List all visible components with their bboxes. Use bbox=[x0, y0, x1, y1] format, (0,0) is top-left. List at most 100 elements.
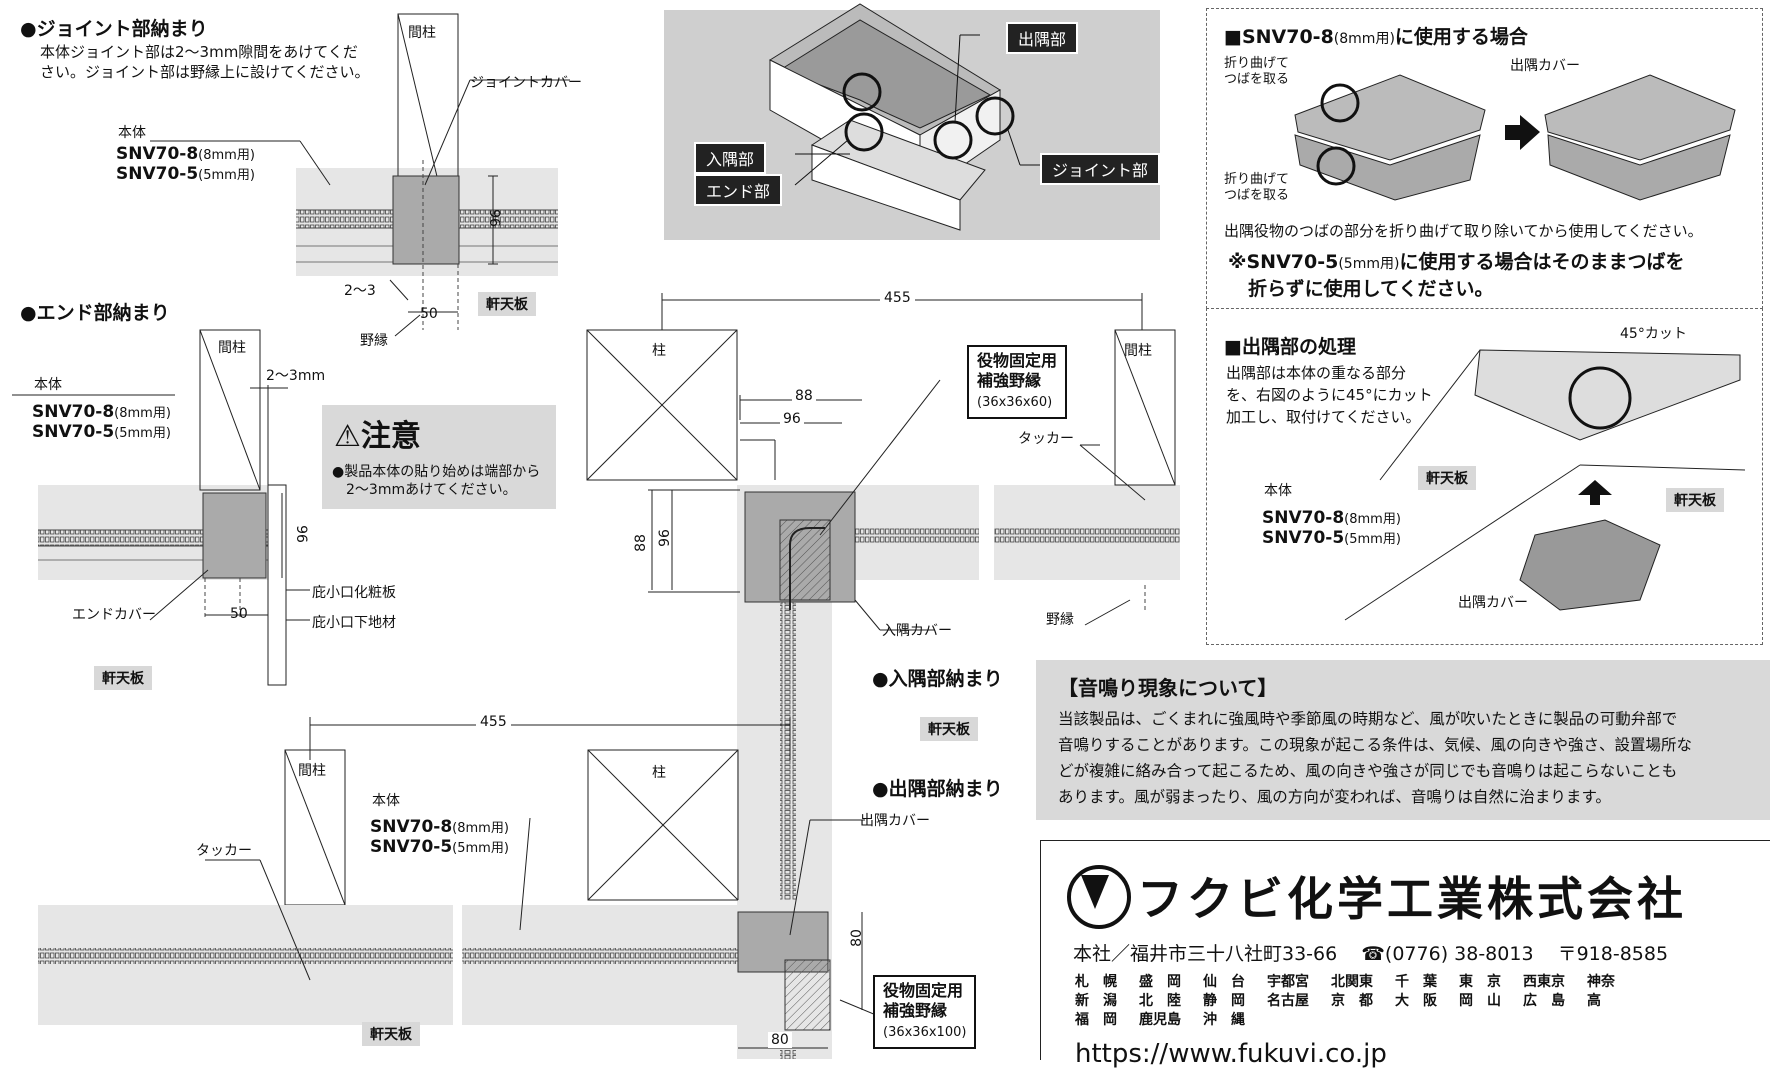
irizumi-title: ●入隅部納まり bbox=[872, 668, 1003, 690]
end-model-8: SNV70-8(8mm用) bbox=[32, 402, 171, 424]
panel2-model-5: SNV70-5(5mm用) bbox=[1262, 528, 1401, 550]
joint-nokiten-tag: 軒天板 bbox=[478, 292, 536, 316]
branches-row3: 福 岡鹿児島沖 縄 bbox=[1075, 1012, 1245, 1028]
caution-line2: 2〜3mmあけてください。 bbox=[346, 482, 517, 498]
model-5-name: SNV70-5 bbox=[32, 422, 115, 442]
panel2-nokiten-tag2: 軒天板 bbox=[1666, 488, 1724, 512]
iso-end-label: エンド部 bbox=[694, 174, 783, 206]
joint-dim-96: 96 bbox=[485, 209, 502, 227]
company-name: フクビ化学工業株式会社 bbox=[1137, 872, 1687, 926]
dezumi-dim-80h: 80 bbox=[768, 1032, 792, 1048]
panel1-title-rest: に使用する場合 bbox=[1394, 26, 1528, 48]
company-box: フクビ化学工業株式会社 本社／福井市三十八社町33-66 ☎(0776) 38-… bbox=[1040, 840, 1770, 1069]
irizumi-box-size: (36x36x60) bbox=[977, 395, 1053, 410]
panel2-cover-label: 出隅カバー bbox=[1458, 595, 1528, 611]
panel1-note-line2: 折らずに使用してください。 bbox=[1248, 278, 1494, 300]
panel2-desc2: を、右図のように45°にカット bbox=[1226, 386, 1433, 404]
model-5-note: (5mm用) bbox=[114, 426, 171, 441]
iso-irizumi-label: 入隅部 bbox=[694, 142, 767, 174]
caution-line1: ●製品本体の貼り始めは端部から bbox=[332, 464, 541, 480]
company-logo-icon bbox=[1067, 865, 1131, 929]
model-8-name: SNV70-8 bbox=[32, 402, 115, 422]
end-dim-96: 96 bbox=[292, 525, 309, 543]
dezumi-box-title1: 役物固定用 bbox=[883, 981, 964, 1000]
panel2-box bbox=[1206, 308, 1763, 645]
panel1-note: ※SNV70-5(5mm用)に使用する場合はそのままつばを 折らずに使用してくだ… bbox=[1228, 250, 1684, 302]
panel2-body-label: 本体 bbox=[1264, 483, 1292, 499]
end-body-label: 本体 bbox=[34, 377, 62, 393]
panel1-bend-label-top: 折り曲げて つばを取る bbox=[1224, 56, 1289, 88]
panel1-note-prefix: ※ bbox=[1228, 251, 1247, 273]
company-tel: ☎(0776) 38-8013 bbox=[1361, 943, 1534, 965]
dezumi-box-size: (36x36x100) bbox=[883, 1025, 967, 1040]
model-8-name: SNV70-8 bbox=[116, 144, 199, 164]
irizumi-nokiten-tag: 軒天板 bbox=[920, 717, 978, 741]
dezumi-dim-455: 455 bbox=[476, 714, 511, 730]
panel2-nokiten-tag1: 軒天板 bbox=[1418, 466, 1476, 490]
irizumi-box-title1: 役物固定用 bbox=[977, 351, 1058, 370]
dezumi-reinforce-box: 役物固定用 補強野縁 (36x36x100) bbox=[873, 975, 977, 1049]
dezumi-cover-label: 出隅カバー bbox=[860, 813, 930, 829]
panel1-bend2a: 折り曲げて bbox=[1224, 172, 1290, 187]
irizumi-dim-88h: 88 bbox=[792, 388, 816, 404]
irizumi-dim-96v: 96 bbox=[656, 529, 673, 547]
joint-mabashira-label: 間柱 bbox=[408, 25, 436, 41]
joint-cover-label: ジョイントカバー bbox=[470, 75, 582, 91]
end-keshou-label: 庇小口化粧板 bbox=[312, 585, 396, 601]
panel1-bend1b: つばを取る bbox=[1224, 72, 1290, 87]
model-8-note: (8mm用) bbox=[1344, 512, 1401, 527]
joint-desc-line2: さい。ジョイント部は野縁上に設けてください。 bbox=[40, 63, 370, 81]
noise-title: 【音鳴り現象について】 bbox=[1058, 676, 1278, 700]
model-5-name: SNV70-5 bbox=[370, 837, 453, 857]
irizumi-mabashira-label: 間柱 bbox=[1124, 343, 1152, 359]
irizumi-nobuchi-label: 野縁 bbox=[1046, 612, 1074, 628]
joint-dim-gap: 2〜3 bbox=[344, 283, 376, 299]
panel1-cover-label: 出隅カバー bbox=[1510, 58, 1580, 74]
model-8-note: (8mm用) bbox=[452, 821, 509, 836]
company-address: 本社／福井市三十八社町33-66 bbox=[1073, 943, 1338, 965]
dezumi-mabashira-label: 間柱 bbox=[298, 763, 326, 779]
company-contact: 本社／福井市三十八社町33-66 ☎(0776) 38-8013 〒918-85… bbox=[1073, 939, 1668, 966]
noise-line1: 当該製品は、ごくまれに強風時や季節風の時期など、風が吹いたときに製品の可動弁部で bbox=[1058, 710, 1678, 728]
end-diagram bbox=[12, 329, 310, 686]
panel1-note-model: SNV70-5 bbox=[1246, 251, 1339, 273]
panel1-note-mm: (5mm用) bbox=[1338, 256, 1400, 272]
dezumi-model-8: SNV70-8(8mm用) bbox=[370, 817, 509, 839]
dezumi-model-5: SNV70-5(5mm用) bbox=[370, 837, 509, 859]
irizumi-reinforce-box: 役物固定用 補強野縁 (36x36x60) bbox=[967, 345, 1068, 419]
panel2-desc: 出隅部は本体の重なる部分 を、右図のように45°にカット 加工し、取付けてくださ… bbox=[1226, 362, 1433, 428]
joint-dim-50: 50 bbox=[420, 306, 438, 322]
panel1-box bbox=[1206, 8, 1763, 309]
panel1-bend2b: つばを取る bbox=[1224, 188, 1290, 203]
end-model-5: SNV70-5(5mm用) bbox=[32, 422, 171, 444]
joint-model-5: SNV70-5(5mm用) bbox=[116, 164, 255, 186]
model-8-note: (8mm用) bbox=[114, 406, 171, 421]
branches-row1: 札 幌盛 岡仙 台宇都宮北関東千 葉東 京西東京神奈 bbox=[1075, 974, 1615, 990]
dezumi-tacker-label: タッカー bbox=[196, 843, 252, 859]
joint-model-8: SNV70-8(8mm用) bbox=[116, 144, 255, 166]
joint-diagram bbox=[150, 13, 570, 337]
model-5-name: SNV70-5 bbox=[116, 164, 199, 184]
company-url[interactable]: https://www.fukuvi.co.jp bbox=[1075, 1039, 1387, 1069]
panel1-bend1a: 折り曲げて bbox=[1224, 56, 1290, 71]
irizumi-dim-455: 455 bbox=[880, 290, 915, 306]
joint-description: 本体ジョイント部は2〜3mm隙間をあけてくだ さい。ジョイント部は野縁上に設けて… bbox=[40, 42, 380, 82]
noise-line3: どが複雑に絡み合って起こるため、風の向きや強さが同じでも音鳴りは起こらないことも bbox=[1058, 762, 1678, 780]
end-nokiten-tag: 軒天板 bbox=[94, 666, 152, 690]
panel1-note-rest: に使用する場合はそのままつばを bbox=[1399, 251, 1685, 273]
caution-text: ●製品本体の貼り始めは端部から 2〜3mmあけてください。 bbox=[332, 463, 540, 499]
model-5-note: (5mm用) bbox=[1344, 532, 1401, 547]
noise-line4: あります。風が弱まったり、風の方向が変われば、音鳴りは自然に治まります。 bbox=[1058, 788, 1611, 806]
panel1-title: ■SNV70-8(8mm用)に使用する場合 bbox=[1224, 22, 1528, 49]
dezumi-body-label: 本体 bbox=[372, 793, 400, 809]
noise-text: 当該製品は、ごくまれに強風時や季節風の時期など、風が吹いたときに製品の可動弁部で… bbox=[1058, 706, 1692, 810]
model-5-note: (5mm用) bbox=[452, 841, 509, 856]
caution-title: ⚠注意 bbox=[334, 419, 421, 454]
dezumi-nokiten-tag: 軒天板 bbox=[362, 1022, 420, 1046]
caution-box: ⚠注意 ●製品本体の貼り始めは端部から 2〜3mmあけてください。 bbox=[322, 405, 556, 509]
dezumi-title: ●出隅部納まり bbox=[872, 778, 1003, 800]
model-5-name: SNV70-5 bbox=[1262, 528, 1345, 548]
joint-title: ●ジョイント部納まり bbox=[20, 18, 208, 40]
dezumi-hashira-label: 柱 bbox=[652, 765, 666, 781]
